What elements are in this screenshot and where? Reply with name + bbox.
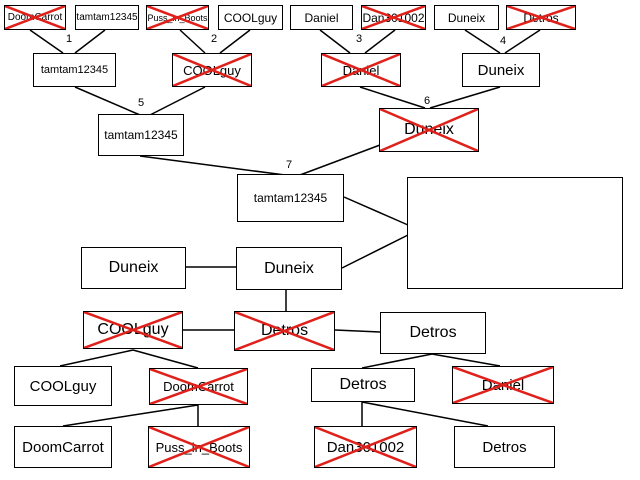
quarter-duneix: Duneix <box>462 53 540 87</box>
entrant-label: Detros <box>260 322 309 339</box>
quarter-tamtam12345: tamtam12345 <box>33 53 116 87</box>
entrant-coolguy: COOLguy <box>218 5 283 30</box>
match-number-1: 1 <box>66 33 73 45</box>
lower-coolguy: COOLguy <box>14 366 112 406</box>
quarter-daniel-eliminated: Daniel <box>321 53 401 87</box>
entrant-label: Duneix <box>108 259 159 276</box>
entrant-label: Puss_in_Boots <box>147 12 208 23</box>
quarter-coolguy-eliminated: COOLguy <box>172 53 252 87</box>
entrant-label: Duneix <box>404 121 454 138</box>
entrant-puss-in-boots-eliminated: Puss_in_Boots <box>146 5 209 30</box>
entrant-label: COOLguy <box>97 321 169 338</box>
entrant-doomcarrot-eliminated: DoomCarrot <box>4 5 66 30</box>
entrant-label: COOLguy <box>183 62 241 78</box>
entrant-daniel: Daniel <box>290 5 353 30</box>
lower-detros: Detros <box>311 368 415 402</box>
final-tamtam12345: tamtam12345 <box>237 174 344 222</box>
lower-duneix-mid: Duneix <box>236 247 342 290</box>
entrant-label: Duneix <box>477 61 525 79</box>
entrant-label: Detros <box>339 376 387 393</box>
entrant-duneix: Duneix <box>434 5 499 30</box>
lower-doomcarrot-eliminated: DoomCarrot <box>149 368 248 405</box>
entrant-label: DoomCarrot <box>22 438 104 456</box>
lower-duneix-left: Duneix <box>81 247 186 289</box>
semi-duneix-eliminated: Duneix <box>379 108 479 152</box>
entrant-label: Daniel <box>342 62 380 78</box>
entrant-label: tamtam12345 <box>253 191 328 205</box>
entrant-detros-eliminated: Detros <box>506 5 576 30</box>
match-number-2: 2 <box>211 33 218 45</box>
entrant-label: Duneix <box>264 259 314 277</box>
lower-dan301002-eliminated: Dan301002 <box>314 426 417 468</box>
entrant-label: Detros <box>482 438 527 456</box>
semi-tamtam12345: tamtam12345 <box>98 114 184 156</box>
match-number-4: 4 <box>500 35 507 47</box>
match-number-5: 5 <box>138 97 145 109</box>
lower-doomcarrot: DoomCarrot <box>14 426 112 468</box>
entrant-label: Dan301002 <box>326 438 405 456</box>
lower-detros-right: Detros <box>380 312 486 354</box>
entrant-label: DoomCarrot <box>163 379 234 394</box>
lower-puss-in-boots-eliminated: Puss_in_Boots <box>148 426 250 468</box>
lower-detros-eliminated: Detros <box>234 311 335 351</box>
entrant-label: Detros <box>409 324 457 341</box>
entrant-label: Daniel <box>304 10 339 25</box>
entrant-label: COOLguy <box>29 377 97 395</box>
entrant-label: tamtam12345 <box>40 64 109 76</box>
lower-coolguy-eliminated: COOLguy <box>83 311 183 349</box>
entrant-label: Duneix <box>447 10 486 25</box>
entrant-dan301002-eliminated: Dan301002 <box>361 5 426 30</box>
match-number-6: 6 <box>424 95 431 107</box>
entrant-label: COOLguy <box>223 10 278 25</box>
grand-final-empty-box <box>407 177 623 289</box>
entrant-label: tamtam12345 <box>104 128 178 142</box>
entrant-label: DoomCarrot <box>7 12 63 23</box>
entrant-label: tamtam12345 <box>76 12 138 23</box>
entrant-label: Dan301002 <box>362 10 425 25</box>
lower-detros-bottom: Detros <box>454 426 555 468</box>
entrant-label: Detros <box>523 10 559 25</box>
match-number-7: 7 <box>286 159 293 171</box>
lower-daniel-eliminated: Daniel <box>452 366 554 404</box>
entrant-label: Puss_in_Boots <box>155 439 243 455</box>
match-number-3: 3 <box>356 33 363 45</box>
entrant-label: Daniel <box>481 376 525 394</box>
entrant-tamtam12345: tamtam12345 <box>75 5 139 30</box>
